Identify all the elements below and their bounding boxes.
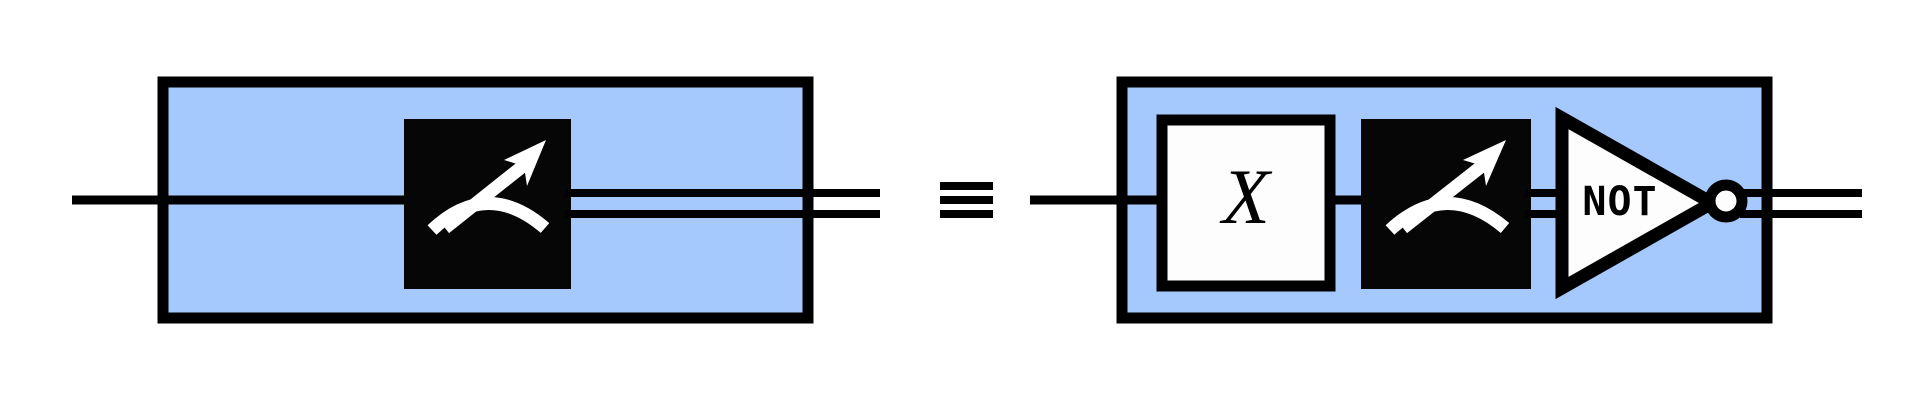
right-circuit: X NOT [1030, 76, 1862, 324]
measure-needle-icon [1398, 156, 1492, 234]
x-gate[interactable]: X [1156, 114, 1336, 292]
left-circuit [72, 76, 880, 324]
not-gate[interactable]: NOT [1555, 106, 1748, 300]
measure-arrowhead-icon [1463, 140, 1506, 186]
x-gate-box [1156, 114, 1336, 292]
not-gate-triangle [1555, 106, 1726, 300]
measure-arrowhead-icon [504, 140, 546, 186]
left-measurement-gate[interactable] [404, 119, 571, 289]
right-measurement-gate[interactable] [1361, 119, 1531, 289]
not-gate-label: NOT [1582, 179, 1657, 225]
measure-meter-icon [427, 197, 550, 235]
measure-needle-icon [440, 156, 533, 234]
measure-meter-icon [1385, 197, 1510, 235]
x-gate-label: X [1219, 153, 1273, 240]
equivalence-symbol [940, 182, 993, 218]
not-gate-bubble-icon [1704, 179, 1748, 223]
